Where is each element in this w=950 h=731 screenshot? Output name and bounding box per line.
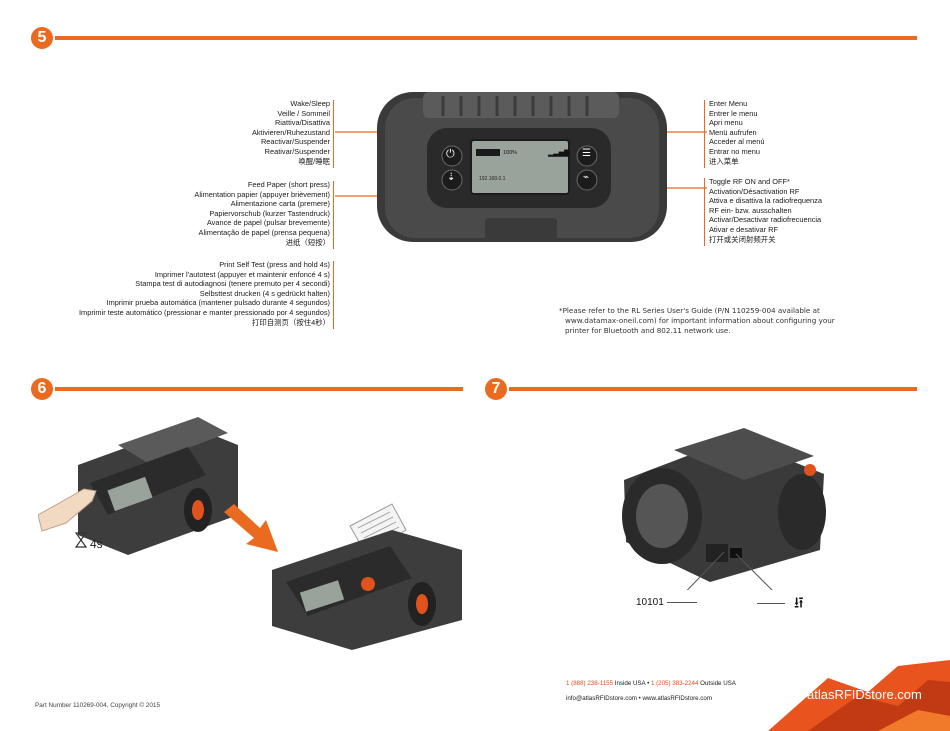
printer-front-illustration (335, 92, 707, 242)
lcd-battery-text: 100% (503, 150, 518, 156)
feed-paper-labels: Feed Paper (short press) Alimentation pa… (194, 180, 330, 247)
label-line: Alimentation papier (appuyer brièvement) (194, 189, 330, 199)
label-line: Toggle RF ON and OFF* (709, 177, 790, 186)
wake-sleep-labels: Wake/Sleep Veille / Sommeil Riattiva/Dis… (252, 99, 330, 166)
enter-menu-labels: Enter Menu Entrer le menu Apri menu Menü… (709, 99, 764, 166)
printer-rear-ports-illustration (622, 428, 826, 590)
part-number: Part Number 110269-004, Copyright © 2015 (35, 702, 161, 709)
label-line: 打印自测页（按住4秒） (251, 317, 330, 327)
battery-icon (476, 149, 500, 156)
note-line-1: *Please refer to the RL Series User's Gu… (559, 306, 820, 315)
hold-time-label: 4s (90, 537, 103, 551)
label-line: Activation/Désactivation RF (709, 186, 800, 196)
note-line-2: www.datamax-oneil.com) for important inf… (565, 316, 835, 325)
label-line: Papiervorschub (kurzer Tastendruck) (209, 208, 330, 218)
label-line: 打开或关闭射频开关 (709, 234, 776, 244)
usb-icon: ⭿ (794, 595, 804, 612)
label-line: Veille / Sommeil (277, 108, 330, 118)
contact-phones: 1 (888) 238-1155 Inside USA • 1 (205) 38… (566, 676, 736, 691)
label-line: Feed Paper (short press) (247, 180, 330, 189)
label-line: 进纸（短按） (285, 237, 330, 247)
step-7-number: 7 (485, 378, 507, 400)
step-6-divider (55, 387, 463, 391)
phone-inside-usa[interactable]: 1 (888) 238-1155 (566, 680, 614, 687)
printer-self-test-illustration (38, 417, 238, 555)
label-line: Wake/Sleep (290, 99, 330, 108)
serial-port-label: 10101 (636, 597, 664, 608)
enter-menu-bracket (704, 100, 705, 168)
arrow-illustration (224, 504, 278, 552)
feed-paper-bracket (333, 181, 334, 249)
label-line: Stampa test di autodiagnosi (tenere prem… (135, 279, 330, 289)
note-line-3: printer for Bluetooth and 802.11 network… (565, 326, 731, 335)
label-line: Imprimir teste automático (pressionar e … (79, 307, 330, 317)
label-line: RF ein- bzw. ausschalten (709, 205, 792, 215)
rfid-logo-icon: ≋ (798, 684, 808, 696)
label-line: Reactivar/Suspender (260, 137, 330, 147)
phone-outside-usa[interactable]: 1 (205) 383-2244 (650, 680, 699, 687)
label-line: Selbsttest drucken (4 s gedrückt halten) (199, 288, 330, 298)
usb-pointer-line (757, 603, 785, 604)
label-line: 唤醒/睡眠 (298, 156, 330, 166)
label-line: Print Self Test (press and hold 4s) (219, 260, 330, 269)
step-5-number: 5 (31, 27, 53, 49)
rf-toggle-labels: Toggle RF ON and OFF* Activation/Désacti… (709, 177, 822, 244)
label-line: Reativar/Suspender (264, 146, 330, 156)
printer-with-receipt-illustration (272, 503, 462, 650)
rf-icon[interactable]: ⌁ (583, 172, 590, 183)
self-test-bracket (333, 261, 334, 329)
phone-inside-suffix: Inside USA • (613, 680, 651, 687)
feed-icon[interactable]: ⇣ (447, 172, 456, 183)
label-line: Apri menu (709, 118, 743, 128)
step-5-divider (55, 36, 917, 40)
label-line: Imprimer l'autotest (appuyer et mainteni… (154, 269, 330, 279)
label-line: Menü aufrufen (709, 127, 757, 137)
label-line: Imprimir prueba automática (mantener pul… (106, 298, 330, 308)
label-line: Riattiva/Disattiva (274, 118, 330, 128)
power-icon[interactable]: ⏻ (446, 148, 455, 160)
label-line: Avance de papel (pulsar brevemente) (206, 218, 330, 228)
label-line: Ativar e desativar RF (709, 224, 779, 234)
wake-sleep-bracket (333, 100, 334, 168)
label-line: Entrer le menu (709, 108, 758, 118)
signal-icon: ▂▃▅▇ (548, 150, 570, 157)
lcd-ip-text: 192.168.0.1 (479, 176, 506, 182)
step-6-number: 6 (31, 378, 53, 400)
contact-info: 1 (888) 238-1155 Inside USA • 1 (205) 38… (566, 676, 736, 706)
brand-logo[interactable]: atlasRFIDstore.com (807, 687, 922, 702)
label-line: 进入菜单 (709, 156, 739, 166)
label-line: Aktivieren/Ruhezustand (251, 127, 330, 137)
label-line: Enter Menu (709, 99, 748, 108)
rf-toggle-bracket (704, 178, 705, 246)
menu-icon[interactable]: ☰ (582, 148, 591, 159)
self-test-labels: Print Self Test (press and hold 4s) Impr… (79, 260, 330, 327)
label-line: Activar/Desactivar radiofrecuencia (709, 215, 822, 225)
contact-web[interactable]: info@atlasRFIDstore.com • www.atlasRFIDs… (566, 695, 712, 702)
step-7-divider (509, 387, 917, 391)
label-line: Alimentação de papel (prensa pequena) (198, 227, 330, 237)
rf-note: *Please refer to the RL Series User's Gu… (559, 306, 835, 336)
label-line: Attiva e disattiva la radiofrequenza (709, 196, 822, 206)
label-line: Acceder al menú (709, 137, 765, 147)
brand-banner (768, 660, 950, 731)
label-line: Entrar no menu (709, 146, 760, 156)
label-line: Alimentazione carta (premere) (230, 199, 330, 209)
phone-outside-suffix: Outside USA (698, 680, 736, 687)
serial-pointer-line (667, 602, 697, 603)
